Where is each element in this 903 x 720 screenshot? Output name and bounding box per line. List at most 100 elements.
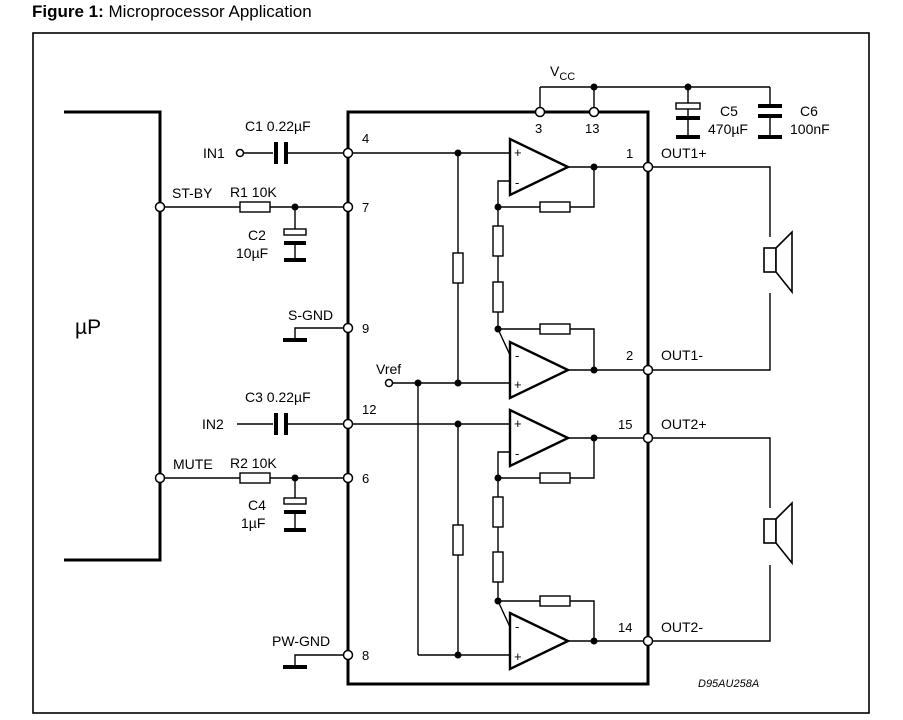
microprocessor-label: µP: [75, 316, 101, 339]
r1-label: R1 10K: [230, 184, 277, 200]
amp-out2-negative: [508, 611, 571, 671]
out1m-node: [590, 366, 598, 374]
amp3-minus-sign: -: [515, 446, 519, 461]
amp4-plus-sign: +: [514, 649, 522, 664]
ch1-fb1-resistor: [539, 201, 571, 213]
in1-terminal: [235, 148, 245, 158]
c1-label: C1 0.22µF: [245, 118, 311, 134]
c2-value: 10µF: [236, 245, 268, 261]
ch1-fb2-resistor: [492, 225, 504, 257]
vcc-label-main: V: [550, 63, 560, 79]
pin-7-number: 7: [362, 200, 369, 215]
pwgnd-label: PW-GND: [272, 633, 330, 649]
pin-7-terminal: [342, 201, 354, 213]
speaker-2-icon: [763, 501, 793, 566]
pin-15-terminal: [642, 432, 654, 444]
pin-9-number: 9: [362, 321, 369, 336]
out2m-speaker-wire: [652, 565, 771, 642]
r2-label: R2 10K: [230, 455, 277, 471]
pin-2-terminal: [642, 364, 654, 376]
vref-terminal: [384, 378, 394, 388]
out2p-label: OUT2+: [661, 416, 707, 432]
sgnd-label: S-GND: [288, 307, 333, 323]
c5-value: 470µF: [708, 121, 748, 137]
out1p-node: [590, 163, 598, 171]
ic-block: [346, 110, 650, 686]
out1m-label: OUT1-: [661, 347, 703, 363]
ch1-vref-node: [454, 379, 462, 387]
vref-label: Vref: [376, 361, 401, 377]
c5-name: C5: [720, 103, 738, 119]
figure-caption-text: Microprocessor Application: [103, 2, 312, 21]
amp-out1-positive: [508, 137, 571, 197]
mute-terminal: [154, 472, 166, 484]
microprocessor-block: [64, 110, 162, 562]
out2p-speaker-wire: [652, 437, 771, 508]
c6-value: 100nF: [790, 121, 830, 137]
c2-capacitor: [283, 207, 307, 262]
pin-6-terminal: [342, 472, 354, 484]
out2m-node: [590, 637, 598, 645]
figure-caption-label: Figure 1:: [32, 2, 104, 21]
sgnd-wire: [294, 327, 345, 340]
pin-1-terminal: [642, 161, 654, 173]
c4-value: 1µF: [241, 515, 265, 531]
c6-name: C6: [800, 103, 818, 119]
c3-label: C3 0.22µF: [245, 389, 311, 405]
pin-15-number: 15: [618, 417, 632, 432]
ch2-fb3-resistor: [492, 551, 504, 583]
in1-label: IN1: [203, 145, 225, 161]
figure-caption: Figure 1: Microprocessor Application: [32, 2, 312, 22]
ch2-fb4-resistor: [539, 595, 571, 607]
vcc-label: VCC: [550, 63, 575, 83]
speaker-1-icon: [763, 230, 793, 295]
figure-frame: [32, 32, 870, 714]
c6-capacitor: [758, 87, 782, 139]
in2-label: IN2: [202, 416, 224, 432]
pin-1-number: 1: [626, 146, 633, 161]
stby-terminal: [154, 201, 166, 213]
pin-3-number: 3: [535, 121, 542, 136]
c4-name: C4: [248, 497, 266, 513]
r2-resistor: [239, 472, 271, 484]
ch1-bias-resistor: [452, 252, 464, 284]
pin-8-terminal: [342, 649, 354, 661]
ch2-fb1-wire-right: [570, 438, 595, 479]
ch1-fb4-wire-right: [570, 328, 595, 370]
ch2-fb1-node: [494, 474, 502, 482]
ch1-fb4-resistor: [539, 323, 571, 335]
amp-out1-negative: [508, 340, 571, 400]
out2p-node: [590, 434, 598, 442]
c5-capacitor: [675, 87, 701, 139]
ch2-vref-node: [454, 651, 462, 659]
pin-8-number: 8: [362, 648, 369, 663]
pin-12-number: 12: [362, 402, 376, 417]
pwgnd-wire: [294, 654, 345, 667]
vref-node: [414, 379, 422, 387]
pin-4-terminal: [342, 147, 354, 159]
amp4-minus-sign: -: [515, 619, 519, 634]
pin-13-number: 13: [585, 121, 599, 136]
pin-12-terminal: [342, 418, 354, 430]
ch2-fb4-node: [494, 597, 502, 605]
amp2-plus-sign: +: [514, 377, 522, 392]
out1p-speaker-wire: [652, 166, 771, 237]
drawing-code: D95AU258A: [698, 678, 759, 690]
ch1-fb3-resistor: [492, 281, 504, 313]
vcc-label-sub: CC: [559, 71, 575, 83]
out2m-label: OUT2-: [661, 619, 703, 635]
c4-capacitor: [283, 478, 307, 532]
amp-out2-positive: [508, 408, 571, 468]
pin-14-number: 14: [618, 620, 632, 635]
ch2-bias-resistor: [452, 524, 464, 556]
stby-label: ST-BY: [172, 185, 213, 201]
pin-13-terminal: [588, 106, 600, 118]
pin-4-number: 4: [362, 131, 369, 146]
out1m-speaker-wire: [652, 293, 771, 371]
pin-2-number: 2: [626, 348, 633, 363]
c2-name: C2: [248, 227, 266, 243]
ch1-fb1-node: [494, 203, 502, 211]
r1-resistor: [239, 201, 271, 213]
pin-6-number: 6: [362, 471, 369, 486]
pin-9-terminal: [342, 322, 354, 334]
